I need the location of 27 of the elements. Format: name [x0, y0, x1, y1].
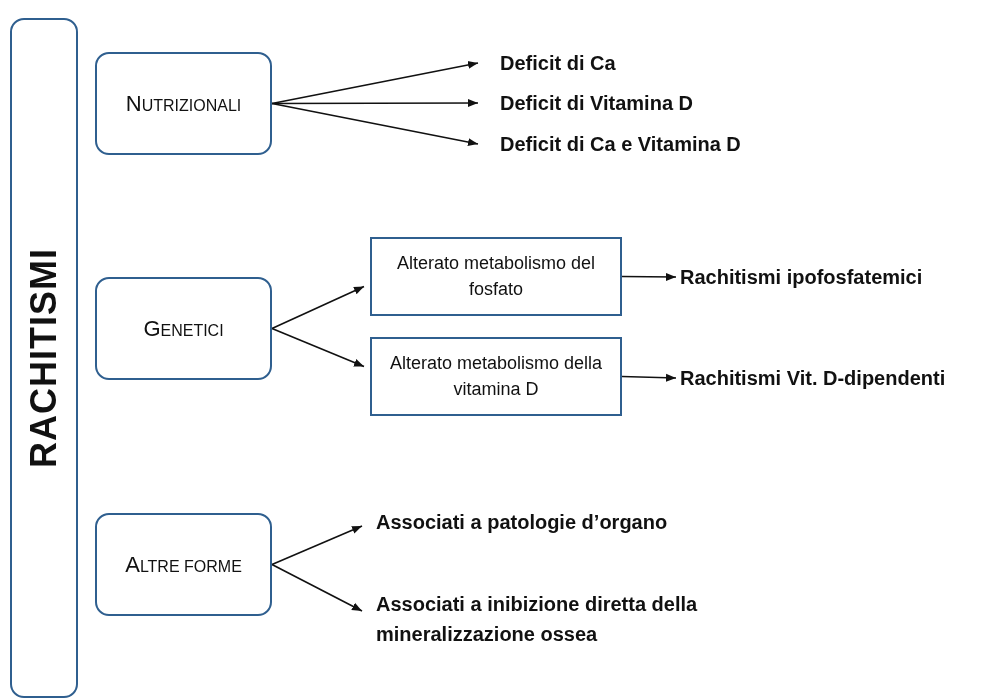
arrow [271, 102, 479, 146]
outcome-text: Associati a inibizione diretta della mineralizzazione ossea [376, 592, 699, 647]
outcome-text: Rachitismi ipofosfatemici [680, 265, 923, 290]
category-box [95, 513, 272, 616]
arrow [621, 272, 677, 281]
outcome-text: Deficit di Ca e Vitamina D [500, 132, 741, 157]
box-label: Alterato metabolismo del fosfato [395, 252, 597, 301]
category-box [95, 52, 272, 155]
box-label: Alterato metabolismo della vitamina D [388, 352, 604, 401]
outcome-text: Rachitismi Vit. D-dipendenti [680, 366, 946, 391]
arrow [621, 373, 677, 382]
box-label: NUTRIZIONALI [125, 90, 242, 117]
outcome-text: Deficit di Vitamina D [500, 91, 693, 116]
arrow [271, 285, 365, 330]
arrow [271, 61, 479, 105]
outcome-text: Associati a patologie d’organo [376, 510, 668, 535]
box-label: GENETICI [143, 315, 224, 342]
arrow [271, 563, 363, 612]
process-box [370, 337, 622, 416]
category-box [95, 277, 272, 380]
title-box [10, 18, 78, 698]
box-label: ALTRE FORME [125, 551, 242, 578]
process-box [370, 237, 622, 316]
box-label: RACHITISMI [23, 248, 65, 468]
arrow [271, 525, 363, 566]
outcome-text: Deficit di Ca [500, 51, 616, 76]
arrow [271, 327, 365, 368]
